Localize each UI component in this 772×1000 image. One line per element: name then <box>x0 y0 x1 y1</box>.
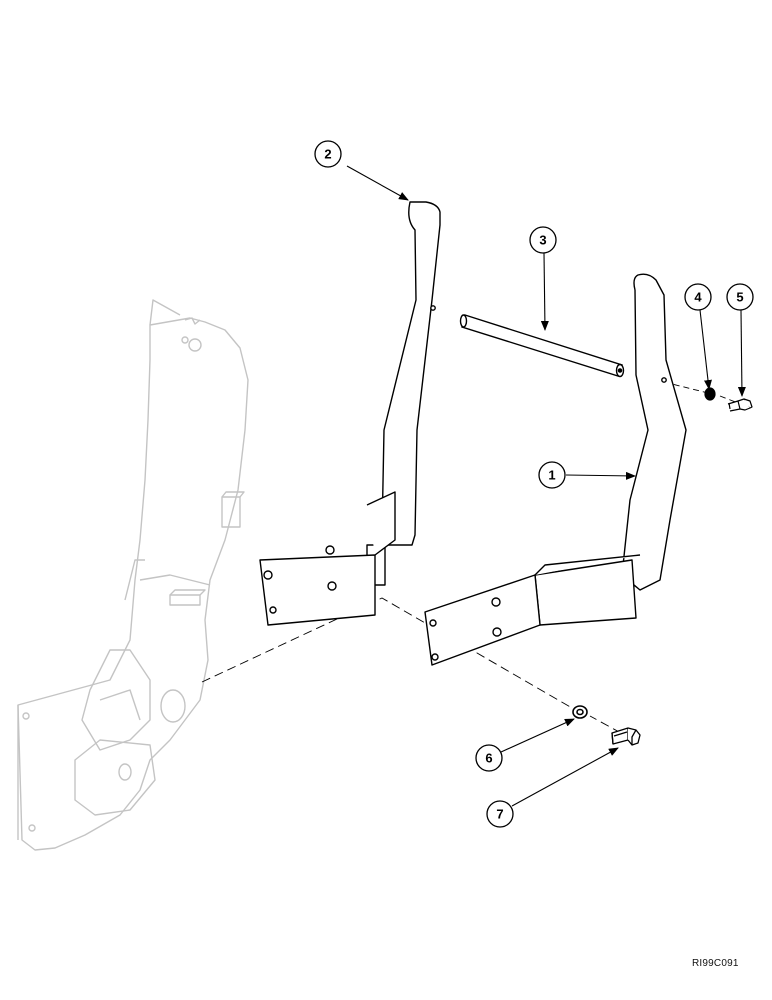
callout-3: 3 <box>529 226 557 254</box>
bracket-left-part-2 <box>259 201 441 626</box>
svg-text:2: 2 <box>324 147 331 162</box>
callout-7: 7 <box>486 800 514 828</box>
callout-2: 2 <box>314 140 342 168</box>
svg-text:7: 7 <box>496 807 503 822</box>
callout-4: 4 <box>684 283 712 311</box>
leader-4 <box>699 309 712 390</box>
assembly-line-upper <box>663 381 739 404</box>
svg-text:5: 5 <box>736 290 743 305</box>
callout-1: 1 <box>538 461 566 489</box>
callouts: 2 3 4 5 1 6 7 <box>314 140 754 828</box>
leader-lines <box>346 165 746 807</box>
washer-part-6 <box>572 705 588 719</box>
svg-text:3: 3 <box>539 233 546 248</box>
leader-1 <box>565 471 636 480</box>
callout-5: 5 <box>726 283 754 311</box>
figure-reference-code: RI99C091 <box>692 958 739 969</box>
callout-6: 6 <box>475 744 503 772</box>
leader-7 <box>511 747 619 807</box>
leader-2 <box>346 165 409 201</box>
rod-part-3 <box>459 314 625 378</box>
leader-6 <box>500 718 575 753</box>
assembly-line-lower <box>201 597 622 734</box>
mounting-panel <box>17 299 249 851</box>
svg-text:6: 6 <box>485 751 492 766</box>
bolt-part-5 <box>727 398 753 412</box>
leader-5 <box>737 309 746 397</box>
svg-text:4: 4 <box>694 290 702 305</box>
nut-part-4 <box>704 387 716 401</box>
svg-text:1: 1 <box>548 468 555 483</box>
bolt-part-7 <box>611 727 641 746</box>
leader-3 <box>540 252 549 331</box>
bracket-right-part-1 <box>424 273 687 666</box>
